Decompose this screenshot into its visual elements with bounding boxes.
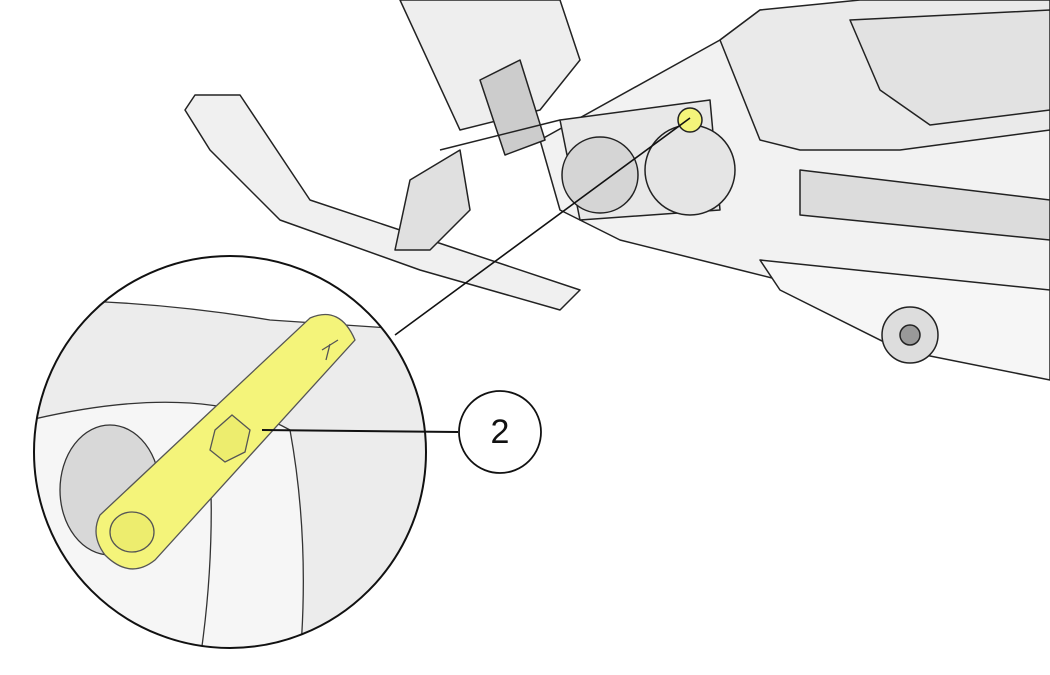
- highlighted-tool: [95, 313, 356, 570]
- inset-leader-line: [394, 117, 691, 336]
- callout-number: 2: [490, 412, 510, 451]
- detail-inset: [33, 255, 427, 649]
- callout-leader-line: [261, 429, 459, 433]
- callout-circle: [458, 390, 542, 474]
- snowmobile-drawing: [184, 0, 1050, 381]
